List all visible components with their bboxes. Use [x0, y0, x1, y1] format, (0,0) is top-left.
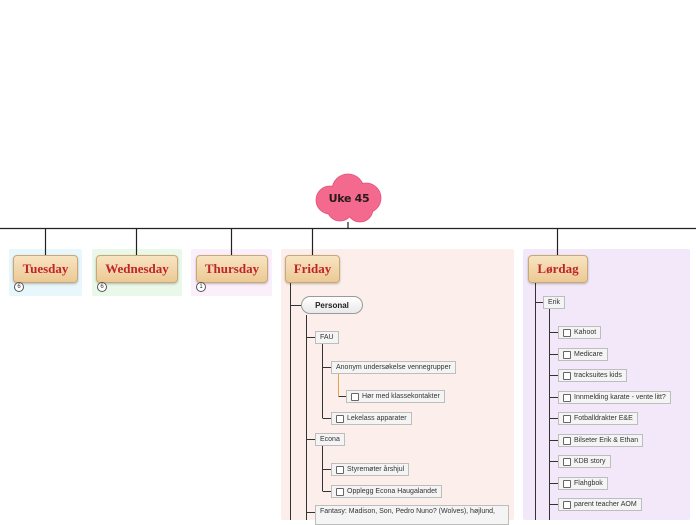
checkbox-icon[interactable]: [563, 414, 571, 423]
checkbox-icon[interactable]: [563, 500, 571, 509]
root-label: Uke 45: [328, 192, 370, 205]
survey-node[interactable]: Anonym undersøkelse vennegrupper: [331, 361, 456, 374]
lordag-task[interactable]: KDB story: [558, 455, 611, 468]
lordag-task[interactable]: Fotballdrakter E&E: [558, 412, 638, 425]
fantasy-label: Fantasy: Madison, Son, Pedro Nuno? (Wolv…: [320, 508, 495, 515]
lordag-node[interactable]: Lørdag: [528, 255, 588, 283]
lordag-task[interactable]: Kahoot: [558, 326, 602, 339]
checkbox-icon[interactable]: [563, 457, 571, 466]
fau-label: FAU: [320, 334, 334, 341]
lordag-task-label: Bilseter Erik & Ethan: [574, 437, 639, 444]
erik-label: Erik: [548, 299, 561, 306]
root-cloud[interactable]: [310, 168, 388, 224]
checkbox-icon[interactable]: [563, 328, 571, 337]
checkbox-icon[interactable]: [336, 414, 344, 423]
wednesday-node[interactable]: Wednesday: [96, 255, 178, 283]
econa-node[interactable]: Econa: [315, 433, 345, 446]
lordag-task-label: Innmelding karate - vente litt?: [574, 394, 666, 401]
tuesday-node[interactable]: Tuesday: [13, 255, 78, 283]
lordag-task-label: tracksuites kids: [574, 372, 622, 379]
lordag-task[interactable]: Bilseter Erik & Ethan: [558, 434, 644, 447]
survey-label: Anonym undersøkelse vennegrupper: [336, 364, 451, 371]
lordag-task-label: Kahoot: [574, 329, 597, 336]
checkbox-icon[interactable]: [563, 371, 571, 380]
lordag-task[interactable]: tracksuites kids: [558, 369, 627, 382]
personal-node[interactable]: Personal: [301, 296, 363, 314]
checkbox-icon[interactable]: [563, 479, 571, 488]
lordag-panel: [523, 249, 690, 520]
checkbox-icon[interactable]: [336, 465, 344, 474]
thursday-node[interactable]: Thursday: [196, 255, 268, 283]
lordag-task[interactable]: Medicare: [558, 348, 608, 361]
erik-node[interactable]: Erik: [543, 296, 566, 309]
lordag-task[interactable]: Innmelding karate - vente litt?: [558, 391, 671, 404]
econa-label: Econa: [320, 436, 340, 443]
lordag-task[interactable]: parent teacher AOM: [558, 498, 642, 511]
wednesday-count-badge[interactable]: 6: [97, 282, 107, 292]
tuesday-count-badge[interactable]: 6: [14, 282, 24, 292]
lordag-task[interactable]: Flahgbok: [558, 477, 608, 490]
opplegg-task[interactable]: Opplegg Econa Haugalandet: [331, 485, 442, 498]
thursday-count-badge[interactable]: 1: [196, 282, 206, 292]
checkbox-icon[interactable]: [351, 392, 359, 401]
checkbox-icon[interactable]: [563, 436, 571, 445]
fau-node[interactable]: FAU: [315, 331, 339, 344]
lordag-task-label: Fotballdrakter E&E: [574, 415, 633, 422]
friday-node[interactable]: Friday: [285, 255, 340, 283]
fantasy-node[interactable]: Fantasy: Madison, Son, Pedro Nuno? (Wolv…: [315, 505, 509, 525]
lordag-task-label: Flahgbok: [574, 480, 603, 487]
checkbox-icon[interactable]: [336, 487, 344, 496]
checkbox-icon[interactable]: [563, 350, 571, 359]
checkbox-icon[interactable]: [563, 393, 571, 402]
lordag-task-label: Medicare: [574, 351, 603, 358]
contacts-task[interactable]: Hør med klassekontakter: [346, 390, 445, 403]
apparatus-label: Lekelass apparater: [347, 415, 407, 422]
apparatus-task[interactable]: Lekelass apparater: [331, 412, 412, 425]
styremoter-label: Styremøter årshjul: [347, 466, 405, 473]
contacts-label: Hør med klassekontakter: [362, 393, 440, 400]
styremoter-task[interactable]: Styremøter årshjul: [331, 463, 410, 476]
opplegg-label: Opplegg Econa Haugalandet: [347, 488, 437, 495]
lordag-task-label: parent teacher AOM: [574, 501, 637, 508]
lordag-task-label: KDB story: [574, 458, 606, 465]
